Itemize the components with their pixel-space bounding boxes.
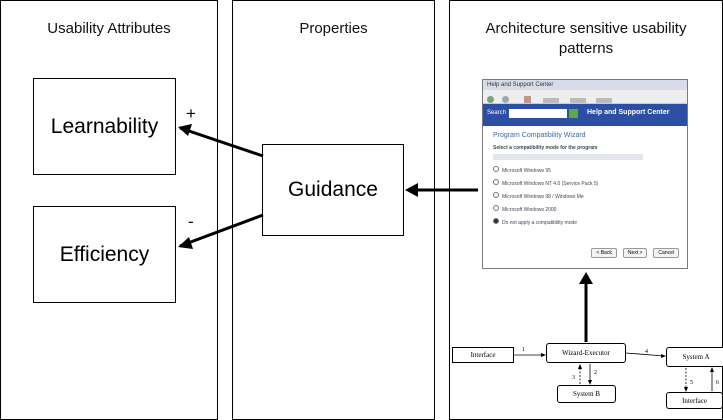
screenshot-toolbar — [483, 90, 687, 104]
wizard-buttons: < Back Next > Cancel — [591, 248, 679, 258]
guidance-label: Guidance — [288, 178, 378, 201]
mini-system-a-label: System A — [682, 353, 710, 361]
screenshot-titlebar: Help and Support Center — [483, 80, 687, 90]
mini-system-a-box: System A — [666, 347, 723, 367]
efficiency-box: Efficiency — [33, 206, 176, 303]
option-3[interactable]: Microsoft Windows 98 / Windows Me — [493, 192, 677, 200]
wizard-question: Select a compatibility mode for the prog… — [493, 145, 598, 151]
toolbar-forward-icon — [502, 96, 510, 103]
toolbar-home-icon — [523, 96, 531, 103]
wizard-description — [493, 154, 643, 160]
edge-label-4: 4 — [645, 349, 648, 355]
mini-interface-right-label: Interface — [682, 396, 707, 405]
plus-sign: + — [186, 104, 196, 123]
edge-label-5: 5 — [690, 380, 693, 386]
search-input[interactable] — [509, 109, 567, 118]
learnability-box: Learnability — [33, 78, 176, 175]
cancel-button[interactable]: Cancel — [653, 248, 679, 258]
learnability-label: Learnability — [50, 114, 159, 138]
option-3-label: Microsoft Windows 98 / Windows Me — [502, 194, 584, 200]
option-4[interactable]: Microsoft Windows 2000 — [493, 205, 677, 213]
mini-system-b-label: System B — [572, 390, 601, 398]
edge-label-6: 6 — [716, 380, 719, 386]
back-button[interactable]: < Back — [591, 248, 617, 258]
mini-interface-left-box: Interface — [452, 347, 514, 363]
efficiency-label: Efficiency — [59, 242, 150, 266]
toolbar-index-icon — [543, 98, 560, 103]
mini-system-b-box: System B — [557, 385, 616, 403]
toolbar-history-icon — [596, 98, 613, 103]
search-go-icon[interactable] — [569, 109, 578, 118]
toolbar-back-icon — [487, 96, 494, 103]
option-5-label: Do not apply a compatibility mode — [502, 220, 578, 226]
wizard-heading: Program Compatibility Wizard — [493, 132, 586, 139]
next-button[interactable]: Next > — [622, 248, 648, 258]
option-2-label: Microsoft Windows NT 4.0 (Service Pack 5… — [502, 181, 599, 187]
minus-sign: - — [188, 212, 194, 231]
edge-label-1: 1 — [522, 347, 525, 353]
option-1[interactable]: Microsoft Windows 95 — [493, 166, 677, 174]
help-center-title: Help and Support Center — [587, 109, 670, 116]
option-1-label: Microsoft Windows 95 — [502, 168, 551, 174]
column-title-properties: Properties — [299, 20, 368, 37]
help-center-screenshot: Help and Support Center Search Help and … — [482, 79, 688, 269]
screenshot-body: Program Compatibility Wizard Select a co… — [483, 126, 687, 237]
search-label: Search — [487, 110, 507, 116]
mini-interface-left-label: Interface — [470, 351, 496, 359]
option-2[interactable]: Microsoft Windows NT 4.0 (Service Pack 5… — [493, 179, 677, 187]
mini-wizard-executor-box: Wizard-Executor — [546, 343, 626, 363]
edge-label-3: 3 — [572, 375, 575, 381]
radio-icon — [493, 205, 499, 211]
mini-wizard-executor-label: Wizard-Executor — [562, 349, 610, 357]
radio-selected-icon — [493, 218, 499, 224]
radio-icon — [493, 192, 499, 198]
option-5[interactable]: Do not apply a compatibility mode — [493, 218, 677, 226]
screenshot-header: Search Help and Support Center — [483, 104, 687, 126]
option-4-label: Microsoft Windows 2000 — [502, 207, 557, 213]
guidance-box: Guidance — [262, 144, 404, 236]
radio-icon — [493, 179, 499, 185]
radio-icon — [493, 166, 499, 172]
mini-interface-right-box: Interface — [666, 392, 723, 409]
toolbar-favorites-icon — [569, 98, 586, 103]
column-title-patterns: Architecture sensitive usability pattern… — [485, 20, 687, 57]
edge-label-2: 2 — [594, 370, 597, 376]
screenshot-window-title: Help and Support Center — [487, 82, 554, 88]
column-title-usability: Usability Attributes — [47, 20, 171, 37]
